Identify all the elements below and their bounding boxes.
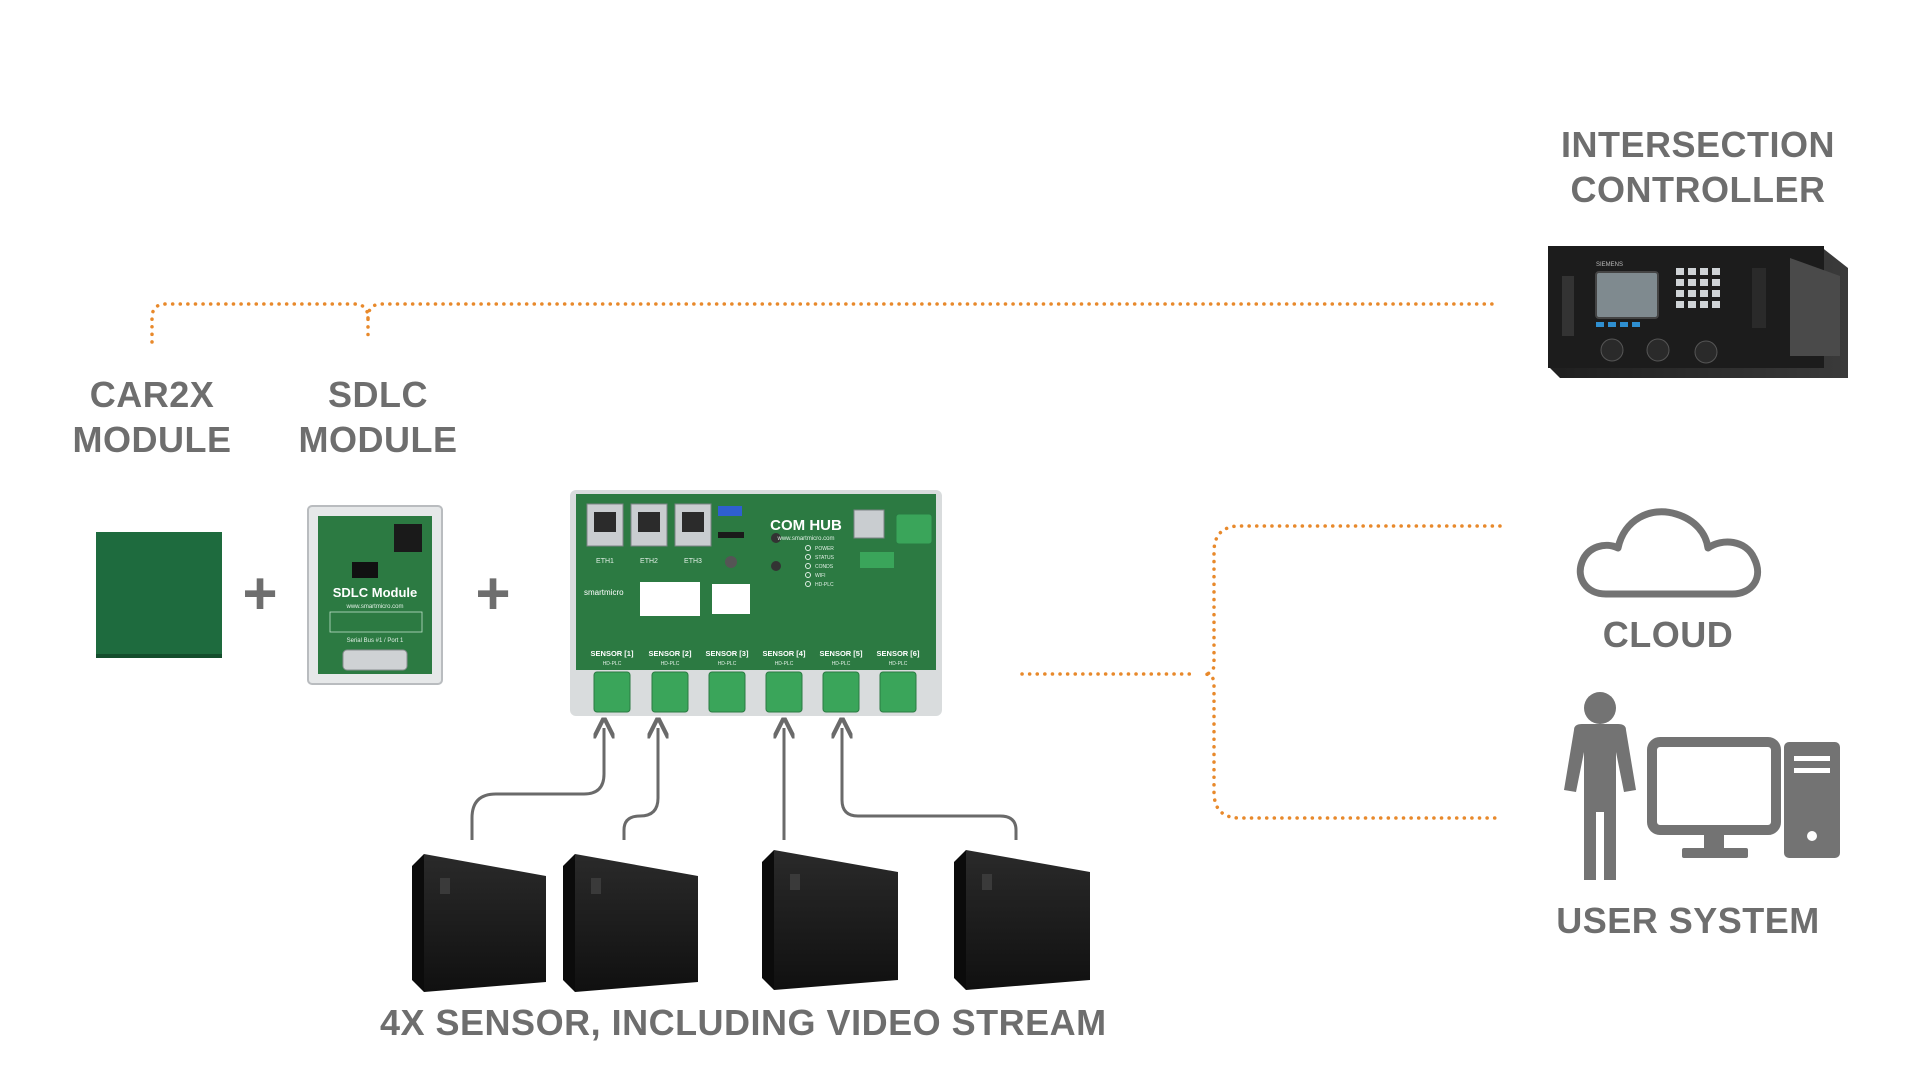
sensor-port-label: SENSOR [1] [591,649,634,658]
sdlc-board-site: www.smartmicro.com [345,604,403,610]
sensor-port-labels: SENSOR [1] SENSOR [2] SENSOR [3] SENSOR … [591,649,920,667]
cloud-user-bracket [1203,524,1502,820]
sensor-terminal [593,671,631,713]
intersection-controller-label: INTERSECTION CONTROLLER [1528,122,1868,212]
person-icon [1564,692,1636,880]
sensors-label: 4X SENSOR, INCLUDING VIDEO STREAM [380,1002,1107,1043]
sdlc-label-line1: SDLC [328,374,428,415]
com-hub-brand: smartmicro [584,588,624,597]
sensor-port-label: SENSOR [6] [877,649,920,658]
sensor-terminal [708,671,746,713]
controller-link-line [366,302,1500,320]
car2x-module [96,532,222,658]
plus-operator-2: + [475,560,510,627]
com-hub-site: www.smartmicro.com [776,536,834,542]
sdlc-module: SDLC Module www.smartmicro.com Serial Bu… [307,505,443,685]
com-hub-title: COM HUB [770,517,842,534]
eth3-label: ETH3 [684,558,702,565]
status-led-label: WIFI [815,573,826,579]
radar-sensor [762,850,898,990]
intersection-controller-device: SIEMENS [1548,246,1848,378]
eth2-label: ETH2 [640,558,658,565]
sensor-2-arrow [622,728,658,840]
sensor-port-label: SENSOR [2] [649,649,692,658]
sensor-port-sublabel: HD-PLC [775,661,794,667]
sdlc-label-line2: MODULE [298,419,458,460]
user-system-label: USER SYSTEM [1556,900,1820,941]
sdlc-board-title: SDLC Module [333,585,418,600]
radar-sensor [412,854,546,992]
status-led-label: STATUS [815,555,835,561]
controller-display [1595,271,1659,319]
cloud-icon [1576,508,1762,598]
sensor-1-arrow [470,728,604,840]
car2x-label-line1: CAR2X [89,374,215,415]
user-system-icon [1564,692,1840,880]
network-bracket [1020,524,1502,820]
sdlc-board-footer: Serial Bus #1 / Port 1 [347,638,404,644]
status-led-label: CONDS [815,564,834,570]
monitor-icon [1647,737,1781,858]
sensor-port-label: SENSOR [3] [706,649,749,658]
controller-label-line1: INTERSECTION [1560,124,1835,165]
computer-tower-icon [1784,742,1840,858]
controller-label-line2: CONTROLLER [1570,169,1826,210]
sdlc-rj-port [394,524,422,552]
status-led-label: POWER [815,546,834,552]
controller-link [150,302,1500,344]
car2x-module-board [96,532,222,658]
sensor-port-sublabel: HD-PLC [661,661,680,667]
sensor-port-sublabel: HD-PLC [889,661,908,667]
status-led-list: POWER STATUS CONDS WIFI HD-PLC [805,545,835,588]
cloud-label: CLOUD [1602,614,1734,655]
sensor-arrows [470,728,1018,840]
sensor-terminal [879,671,917,713]
sensor-terminal [822,671,860,713]
sensor-port-label: SENSOR [5] [820,649,863,658]
eth1-label: ETH1 [596,558,614,565]
sensor-port-label: SENSOR [4] [763,649,806,658]
sensor-row [412,850,1090,992]
radar-sensor [954,850,1090,990]
car2x-module-label: CAR2X MODULE [62,372,242,462]
car2x-label-line2: MODULE [72,419,232,460]
power-port [853,509,885,539]
sensor-4-arrow [842,728,1018,840]
power-terminal [895,513,933,545]
com-hub: ETH1 ETH2 ETH3 COM HUB www.smartmicro.co… [570,490,942,716]
sensor-port-sublabel: HD-PLC [603,661,622,667]
sdlc-db25-connector [342,649,408,671]
module-bracket-link [150,302,370,344]
sensor-terminal [651,671,689,713]
sdlc-module-label: SDLC MODULE [288,372,468,462]
sensor-port-sublabel: HD-PLC [718,661,737,667]
status-led-label: HD-PLC [815,582,834,588]
controller-brand: SIEMENS [1596,262,1623,268]
sensor-port-sublabel: HD-PLC [832,661,851,667]
sensor-terminal [765,671,803,713]
battery-cell [725,556,737,568]
radar-sensor [563,854,698,992]
plus-operator-1: + [242,560,277,627]
controller-keypad [1676,268,1720,308]
sensor-terminal-blocks [593,671,917,713]
sd-slot [718,532,744,538]
usb-port [718,506,742,516]
